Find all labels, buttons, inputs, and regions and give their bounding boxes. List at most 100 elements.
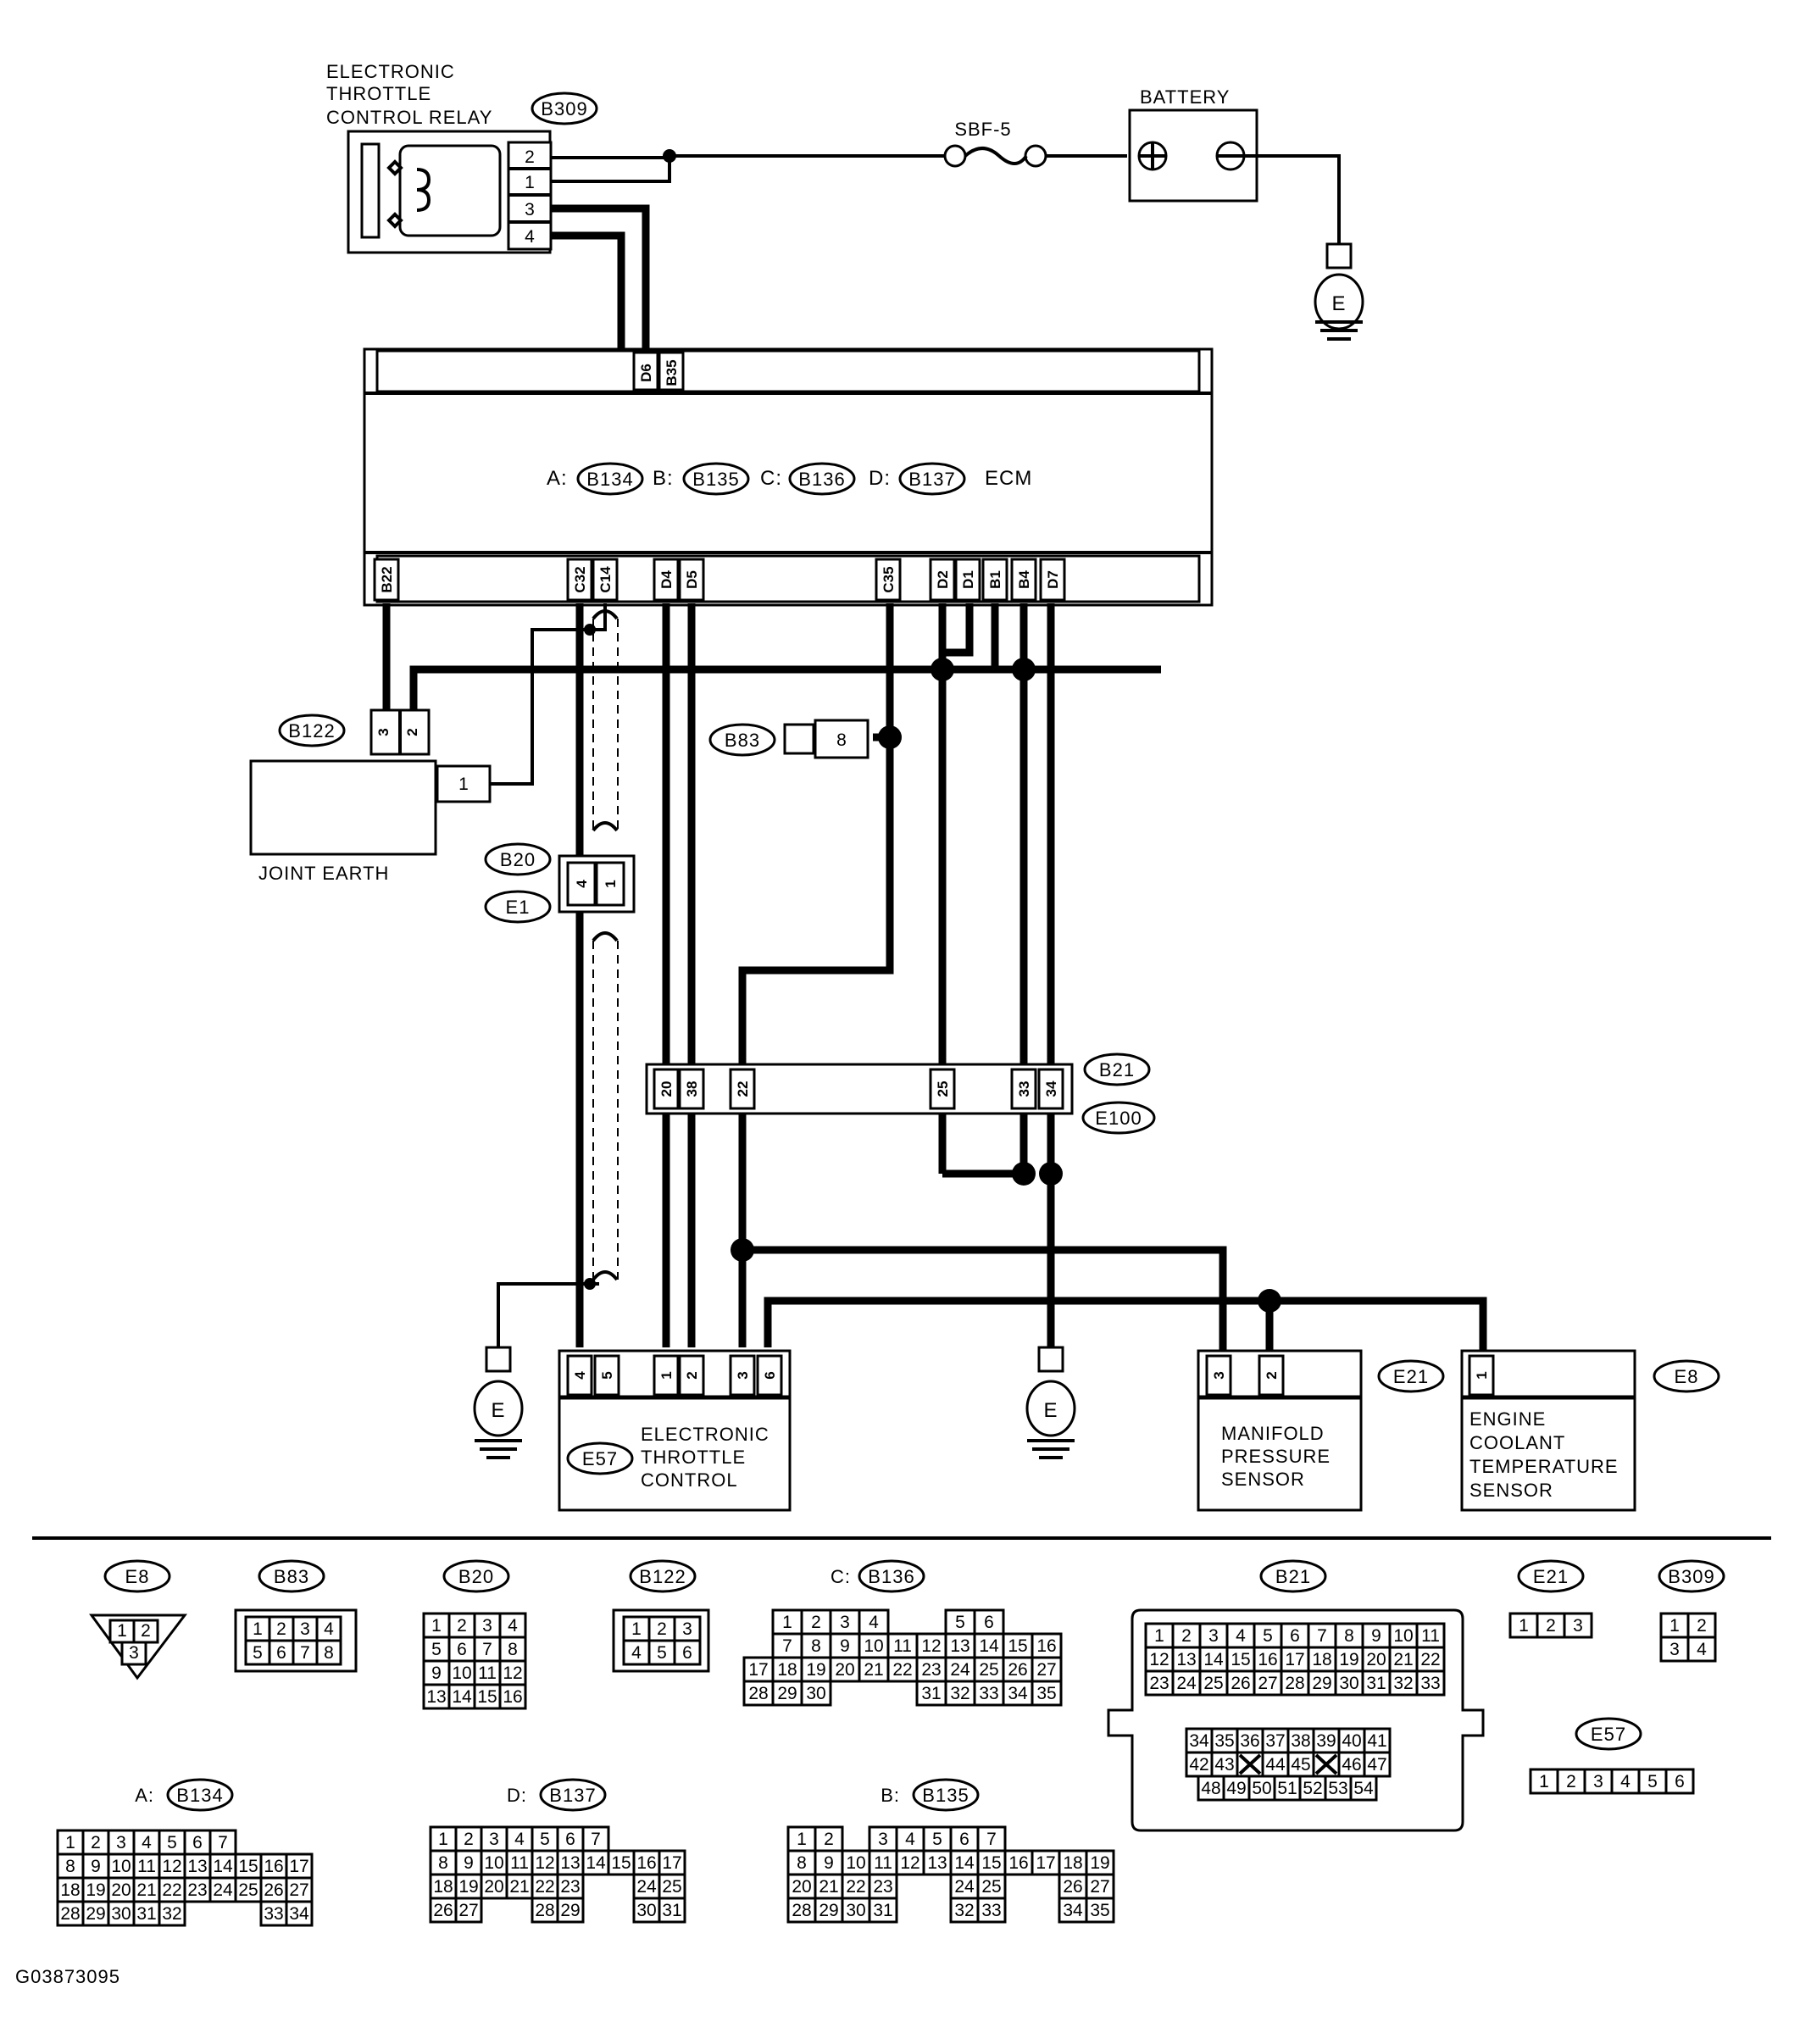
connector-pin-number: 6 (457, 1640, 467, 1659)
connector-pin-number: 15 (1008, 1636, 1027, 1656)
connector-pin-number: 16 (503, 1687, 522, 1707)
connector-pin-number: 12 (503, 1664, 522, 1683)
connector-pin-number: 16 (636, 1853, 656, 1873)
connector-pin-number: 2 (1697, 1616, 1707, 1636)
connector-pin-number: 13 (950, 1636, 969, 1656)
connector-pin-number: 4 (514, 1830, 525, 1849)
connector-pin-cell (1388, 1646, 1419, 1673)
ect-pin: 1 (1474, 1371, 1490, 1379)
b20-pin: 4 (574, 880, 590, 888)
connector-pin-number: 1 (117, 1621, 127, 1641)
connector-pin-number: 3 (1669, 1640, 1680, 1659)
connector-pin-cell (1337, 1751, 1366, 1778)
connector-pin-number: 3 (840, 1613, 850, 1632)
relay-title-line3: CONTROL RELAY (326, 107, 492, 128)
connector-pin-number: 27 (1036, 1660, 1056, 1680)
connector-pin-number: 40 (1342, 1731, 1361, 1751)
connector-pin-number: 42 (1189, 1755, 1208, 1775)
connector-pin-number: 22 (162, 1880, 181, 1900)
connector-pin-number: 21 (509, 1877, 529, 1897)
connector-pin-number: 12 (162, 1857, 181, 1876)
connector-pin-number: 8 (797, 1853, 807, 1873)
connector-pin-number: 3 (129, 1643, 139, 1663)
connector-pin-cell (107, 1852, 136, 1880)
connector-pin-number: 3 (300, 1619, 310, 1639)
connector-pin-number: 24 (954, 1877, 975, 1897)
connector-pin-cell (1529, 1768, 1559, 1795)
connector-pin-number: 1 (782, 1613, 792, 1632)
connector-pin-number: 20 (792, 1877, 811, 1897)
ecm-bottom-pin: B1 (987, 570, 1003, 589)
connector-pin-number: 9 (431, 1664, 442, 1683)
connector-pin-number: 1 (1519, 1616, 1529, 1636)
connector-pin-number: 47 (1367, 1755, 1386, 1775)
etc-body (558, 1397, 792, 1512)
b20-pin: 1 (603, 880, 619, 887)
ecm-bottom-pin: C35 (881, 566, 897, 592)
battery-ground-wire (1244, 154, 1341, 244)
connector-pin-number: 4 (1620, 1772, 1631, 1791)
connector-pin-number: 52 (1303, 1779, 1322, 1798)
connector-pin-number: 8 (65, 1857, 75, 1876)
connector-pin-cell (944, 1632, 976, 1659)
connector-pin-number: 2 (1566, 1772, 1576, 1791)
relay-title-line1: ELECTRONIC (326, 61, 455, 82)
connector-pin-number: 35 (1090, 1901, 1109, 1920)
ecm-bottom-pin: D4 (658, 570, 675, 589)
connector-pin-cell (581, 1825, 610, 1852)
connector-pin-number: 27 (1090, 1877, 1109, 1897)
connector-pin-number: 26 (264, 1880, 283, 1900)
relay-pin: 2 (525, 147, 535, 167)
connector-pin-number: 20 (835, 1660, 854, 1680)
connector-pin-number: 28 (748, 1684, 768, 1703)
connector-pin-cell (268, 1639, 295, 1666)
relay-pin: 3 (525, 200, 535, 219)
connector-pin-number: 27 (1258, 1674, 1277, 1693)
connector-pin-cell (1247, 1775, 1276, 1802)
joint-earth-pin: 1 (458, 775, 469, 794)
connector-pin-number: 4 (1697, 1640, 1707, 1659)
connector-pin-number: 9 (464, 1853, 474, 1873)
etc-label-line1: ELECTRONIC (641, 1424, 769, 1445)
connector-pin-number: 21 (819, 1877, 838, 1897)
connector-pin-cell (742, 1656, 775, 1683)
connector-pin-cell (1085, 1897, 1115, 1924)
joint-earth-connector-id: B122 (288, 720, 335, 742)
connector-view-badge (1517, 1559, 1585, 1593)
connector-pin-number: 35 (1214, 1731, 1234, 1751)
connector-pin-cell (498, 1636, 527, 1663)
connector-pin-cell (498, 1683, 527, 1710)
connector-pin-number: 31 (873, 1901, 892, 1920)
relay-pin: 1 (525, 173, 535, 192)
connector-pin-number: 11 (893, 1636, 912, 1656)
etc-connector-id: E57 (582, 1448, 618, 1469)
connector-pin-number: 30 (806, 1684, 825, 1703)
connector-view-label: B20 (458, 1566, 494, 1587)
splice-dot (931, 658, 954, 681)
ecm-connector-prefix: A: (547, 467, 568, 490)
connector-pin-number: 18 (60, 1880, 80, 1900)
connector-pin-number: 25 (981, 1877, 1001, 1897)
connector-pin-number: 22 (535, 1877, 554, 1897)
connector-pin-cell (1236, 1727, 1264, 1754)
connector-pin-cell (814, 1825, 844, 1852)
connector-pin-cell (658, 1873, 686, 1900)
connector-pin-number: 6 (192, 1833, 203, 1852)
connector-view-label: B83 (274, 1566, 309, 1587)
connector-pin-number: 4 (905, 1830, 915, 1849)
connector-pin-number: 25 (238, 1880, 258, 1900)
etc-pin: 3 (735, 1371, 751, 1379)
connector-pin-cell (1198, 1669, 1229, 1697)
connector-pin-number: 6 (1675, 1772, 1685, 1791)
connector-pin-number: 6 (682, 1643, 692, 1663)
connector-view-prefix: A: (135, 1785, 154, 1806)
relay-connector-badge (531, 92, 598, 125)
connector-pin-number: 30 (111, 1904, 131, 1924)
relay-connector-id: B309 (541, 98, 587, 119)
connector-pin-number: 33 (264, 1904, 283, 1924)
connector-pin-cell (1225, 1646, 1256, 1673)
b83-connector-id: B83 (725, 730, 760, 751)
connector-pin-cell (673, 1639, 702, 1666)
relay-coil-box (398, 144, 502, 237)
